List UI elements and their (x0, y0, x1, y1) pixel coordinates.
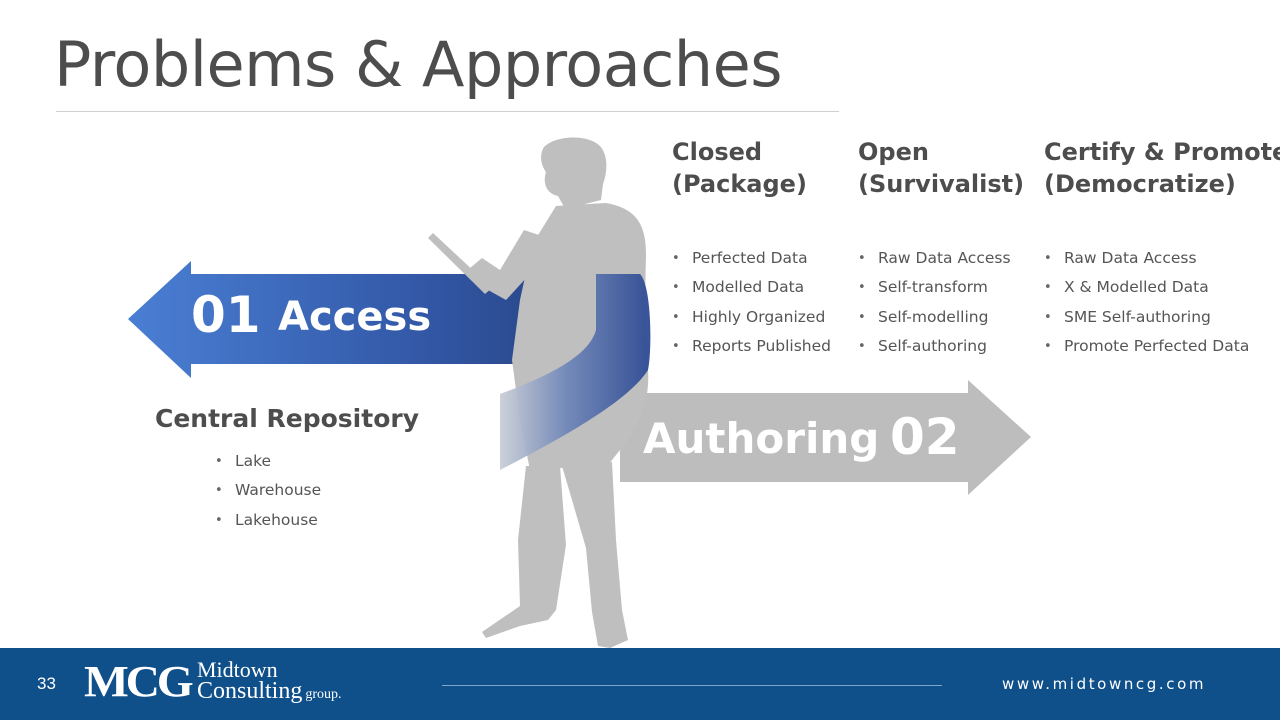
bullet-icon: • (1044, 280, 1052, 296)
list-item: • Raw Data Access (858, 244, 1011, 273)
heading-line: (Democratize) (1044, 170, 1236, 198)
list-item: • Highly Organized (672, 303, 831, 332)
footer-divider (442, 685, 942, 686)
bullet-icon: • (215, 512, 223, 528)
list-item-text: Modelled Data (692, 278, 805, 297)
list-item-text: Lakehouse (235, 510, 318, 529)
list-item-text: Highly Organized (692, 307, 826, 326)
list-item: • Lake (215, 447, 321, 476)
authoring-number: 02 (890, 408, 960, 466)
list-item: • Promote Perfected Data (1044, 332, 1249, 361)
person-silhouette (428, 137, 649, 648)
repository-list: • Lake • Warehouse • Lakehouse (215, 447, 321, 535)
heading-line: Certify & Promote (1044, 138, 1280, 166)
slide-title: Problems & Approaches (54, 28, 783, 101)
website-link[interactable]: www.midtowncg.com (1002, 675, 1207, 693)
bullet-icon: • (672, 280, 680, 296)
list-item: • SME Self-authoring (1044, 303, 1249, 332)
list-item-text: SME Self-authoring (1064, 307, 1211, 326)
heading-line: (Package) (672, 170, 807, 198)
list-item-text: Promote Perfected Data (1064, 337, 1250, 356)
list-item-text: Raw Data Access (878, 249, 1011, 267)
heading-line: (Survivalist) (858, 170, 1025, 198)
heading-line: Closed (672, 138, 763, 166)
bullet-icon: • (1044, 251, 1052, 266)
list-item: • Raw Data Access (1044, 244, 1249, 273)
list-item-text: Warehouse (235, 481, 322, 500)
page-number: 33 (37, 674, 56, 693)
list-item-text: Self-authoring (878, 337, 987, 356)
column-heading-certify: Certify & Promote (Democratize) (1044, 136, 1280, 200)
list-item-text: Self-transform (878, 278, 988, 297)
column-heading-closed: Closed (Package) (672, 136, 807, 200)
approach-graphic (128, 137, 1031, 648)
arrow-ribbon (500, 274, 651, 470)
access-label: Access (278, 294, 432, 340)
bullet-icon: • (215, 454, 223, 469)
list-item: • Self-authoring (858, 332, 1011, 361)
bullet-icon: • (215, 483, 223, 499)
bullet-icon: • (672, 309, 680, 325)
list-item-text: Perfected Data (692, 249, 808, 267)
open-list: • Raw Data Access • Self-transform • Self-m… (858, 244, 1011, 362)
logo-word: Consulting (197, 678, 303, 704)
bullet-icon: • (858, 251, 866, 266)
list-item: • Lakehouse (215, 506, 321, 535)
list-item-text: Lake (235, 452, 272, 470)
column-heading-open: Open (Survivalist) (858, 136, 1024, 200)
authoring-label: Authoring (643, 414, 880, 463)
bullet-icon: • (858, 339, 866, 355)
repository-heading: Central Repository (155, 404, 420, 433)
list-item: • Self-modelling (858, 303, 1011, 332)
list-item: • Warehouse (215, 476, 321, 505)
list-item-text: Self-modelling (878, 307, 989, 326)
list-item: • Modelled Data (672, 273, 831, 302)
list-item-text: X & Modelled Data (1064, 278, 1209, 297)
logo-word-small: group. (305, 687, 342, 702)
bullet-icon: • (858, 309, 866, 325)
bullet-icon: • (1044, 339, 1052, 355)
title-divider (56, 111, 839, 112)
access-number: 01 (191, 286, 261, 344)
authoring-arrow (620, 380, 1031, 495)
list-item-text: Reports Published (692, 337, 832, 356)
heading-line: Open (858, 138, 929, 166)
list-item: • Perfected Data (672, 244, 831, 273)
certify-list: • Raw Data Access • X & Modelled Data • SME… (1044, 244, 1249, 362)
bullet-icon: • (858, 280, 866, 296)
list-item: • X & Modelled Data (1044, 273, 1249, 302)
bullet-icon: • (672, 339, 680, 355)
list-item-text: Raw Data Access (1064, 249, 1197, 267)
bullet-icon: • (672, 251, 680, 266)
logo-mark: MCG (84, 657, 194, 706)
logo-text-line1: Midtown (197, 657, 278, 682)
closed-list: • Perfected Data • Modelled Data • Highly O… (672, 244, 831, 362)
list-item: • Reports Published (672, 332, 831, 361)
list-item: • Self-transform (858, 273, 1011, 302)
bullet-icon: • (1044, 309, 1052, 325)
